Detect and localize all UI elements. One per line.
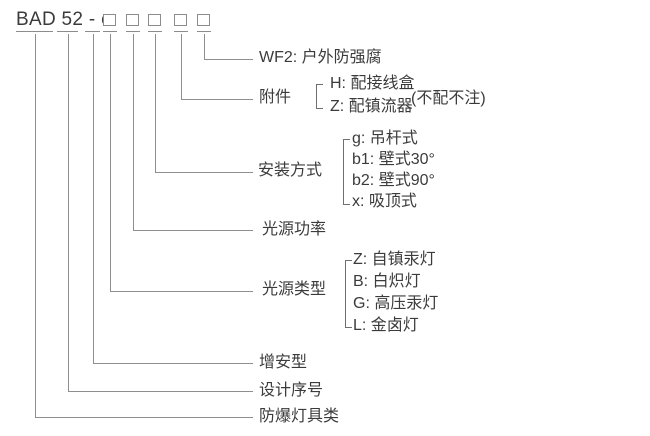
- note-accessory: (不配不注): [411, 90, 486, 107]
- model-placeholder-box-2: [125, 14, 139, 26]
- underline-tick-e: [85, 31, 100, 32]
- option-source-l: L: 金卤灯: [353, 317, 419, 334]
- option-source-z: Z: 自镇汞灯: [353, 251, 436, 268]
- label-power: 光源功率: [262, 221, 327, 238]
- underline-tick-bad: [16, 31, 53, 32]
- connector-increased-safety: [92, 34, 253, 364]
- option-accessory-z: Z: 配镇流器: [330, 98, 413, 115]
- option-mounting-b2: b2: 壁式90°: [352, 172, 435, 189]
- bracket-accessory: [316, 84, 323, 109]
- connector-lamp-class: [34, 34, 253, 418]
- underline-tick-52: [57, 31, 78, 32]
- connector-mounting: [155, 34, 253, 173]
- connector-source-type: [110, 34, 253, 292]
- option-source-b: B: 白炽灯: [353, 273, 421, 290]
- connector-design-serial: [67, 34, 253, 392]
- underline-tick-box2: [125, 31, 140, 32]
- label-wf2: WF2: 户外防强腐: [259, 49, 382, 66]
- connector-power: [132, 34, 253, 231]
- model-placeholder-box-1: [103, 14, 116, 26]
- model-placeholder-box-5: [196, 14, 210, 26]
- label-design-serial: 设计序号: [259, 382, 324, 399]
- underline-tick-box4: [174, 31, 188, 32]
- label-increased-safety: 增安型: [259, 354, 308, 371]
- label-mounting: 安装方式: [258, 162, 323, 179]
- bracket-source-type: [345, 260, 352, 328]
- underline-tick-box5: [196, 31, 211, 32]
- underline-tick-box3: [148, 31, 162, 32]
- bracket-mounting: [343, 139, 350, 205]
- model-code-text: BAD 52 - e: [16, 9, 112, 30]
- model-placeholder-box-3: [148, 14, 161, 26]
- label-source-type: 光源类型: [262, 281, 327, 298]
- option-source-g: G: 高压汞灯: [353, 295, 439, 312]
- label-accessory: 附件: [259, 89, 292, 106]
- label-lamp-class: 防爆灯具类: [259, 408, 340, 425]
- option-mounting-g: g: 吊杆式: [352, 130, 418, 147]
- option-mounting-b1: b1: 壁式30°: [352, 151, 435, 168]
- option-accessory-h: H: 配接线盒: [330, 75, 415, 92]
- option-mounting-x: x: 吸顶式: [352, 193, 417, 210]
- model-placeholder-box-4: [174, 14, 187, 26]
- underline-tick-box1: [103, 31, 117, 32]
- connector-wf2: [203, 34, 253, 60]
- connector-accessory: [181, 34, 253, 100]
